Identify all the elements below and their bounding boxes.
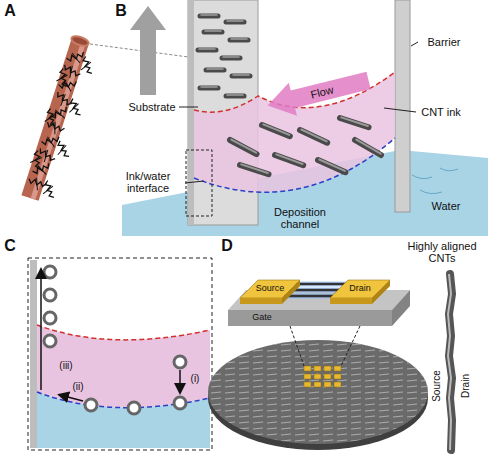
part-label: Substrate xyxy=(128,101,175,113)
panel-letter: D xyxy=(221,237,233,255)
panel-letter: C xyxy=(4,237,16,255)
part-label: Ink/water interface xyxy=(113,170,183,194)
electrode-label: Drain xyxy=(460,374,471,398)
part-label: Barrier xyxy=(427,36,460,48)
part-label: CNT ink xyxy=(421,106,461,118)
electrode-label: Source xyxy=(431,370,442,402)
electrode-label: Drain xyxy=(349,284,371,294)
panel-letter: B xyxy=(115,2,127,20)
step-label: (iii) xyxy=(59,360,72,371)
part-label: Highly aligned CNTs xyxy=(400,240,484,264)
step-label: (ii) xyxy=(72,381,83,392)
electrode-label: Gate xyxy=(252,313,272,323)
part-label: Deposition channel xyxy=(260,206,340,230)
step-label: (i) xyxy=(191,373,200,384)
panel-letter: A xyxy=(4,2,16,20)
part-label: Water xyxy=(432,200,461,212)
electrode-label: Source xyxy=(256,284,285,294)
